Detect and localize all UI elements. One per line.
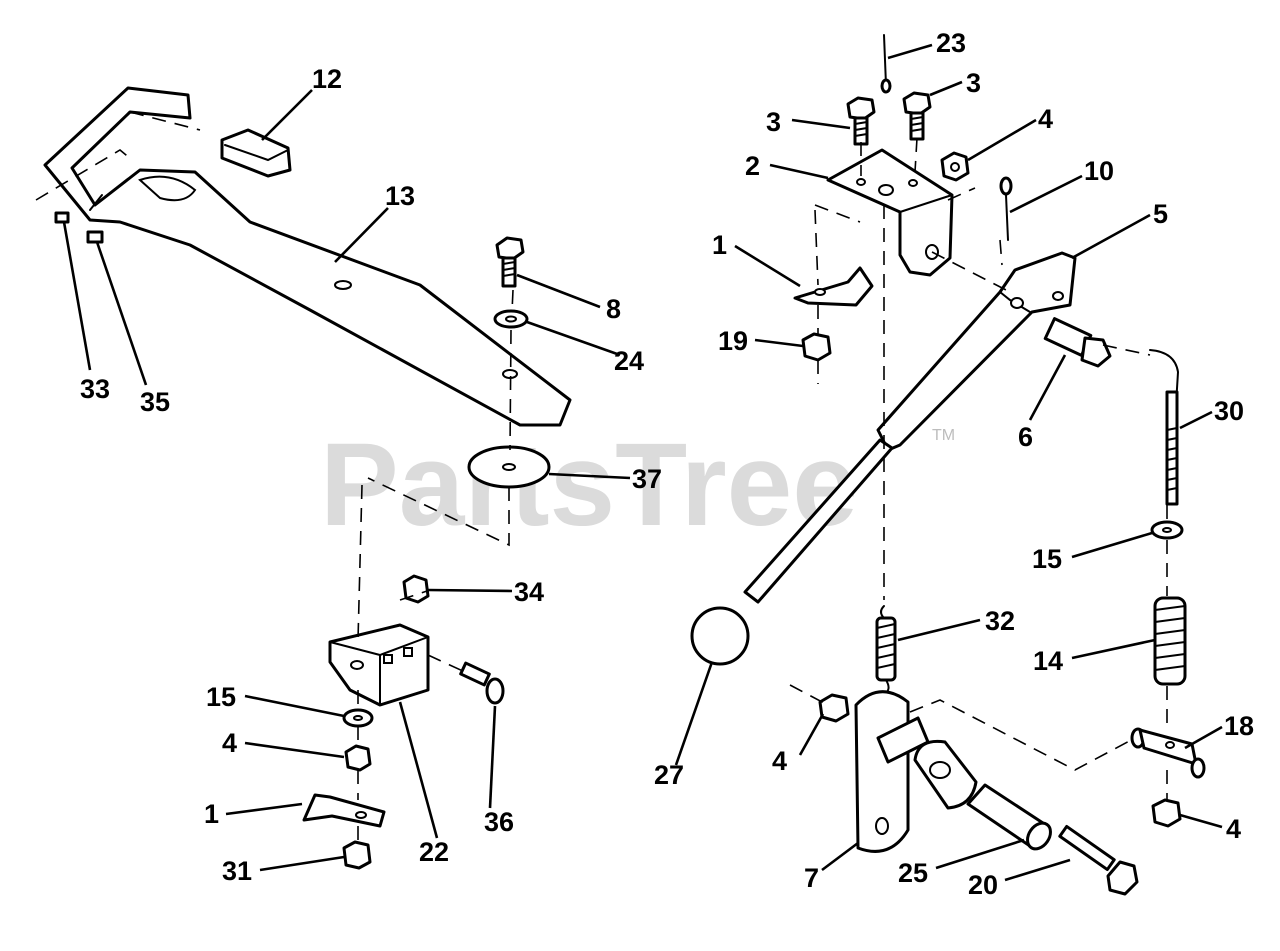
- washer-37: [467, 445, 551, 489]
- callout-5: 5: [1153, 199, 1168, 229]
- spring-14: [1153, 596, 1187, 686]
- callout-4-bottom-right: 4: [1226, 814, 1241, 844]
- washer-15-right: [1150, 520, 1184, 540]
- washer-15-left: [342, 708, 374, 728]
- callout-14: 14: [1033, 646, 1063, 676]
- callout-27: 27: [654, 760, 684, 790]
- bolt-36: [459, 661, 505, 705]
- callout-4-middle: 4: [772, 746, 787, 776]
- rod-30: [1149, 349, 1180, 506]
- callout-30: 30: [1214, 396, 1244, 426]
- callout-24: 24: [614, 346, 644, 376]
- hub-collar: [913, 739, 978, 810]
- bolt-3-left: [846, 96, 876, 146]
- nut-4-bottom-right: [1151, 798, 1182, 828]
- nut-4-middle: [818, 693, 850, 723]
- nut-31: [342, 840, 372, 870]
- bolt-8: [495, 236, 525, 288]
- arm-7: [854, 690, 930, 853]
- pedal-pad: [220, 128, 292, 178]
- cotter-pin-23: [880, 34, 892, 94]
- leader-lines: [62, 43, 1223, 882]
- nut-4-top: [940, 151, 970, 182]
- nut-4-left: [344, 744, 372, 772]
- control-lever-5: [876, 251, 1077, 452]
- watermark-trademark: TM: [932, 427, 955, 444]
- callout-8: 8: [606, 294, 621, 324]
- watermark: PartsTree: [320, 419, 858, 551]
- pin-35: [86, 230, 104, 244]
- callout-34: 34: [514, 577, 544, 607]
- callout-33: 33: [80, 374, 110, 404]
- callout-1-left: 1: [204, 799, 219, 829]
- callout-10: 10: [1084, 156, 1114, 186]
- pin-25: [966, 783, 1052, 851]
- callout-19: 19: [718, 326, 748, 356]
- callout-23: 23: [936, 28, 966, 58]
- callout-2: 2: [745, 151, 760, 181]
- bolt-20: [1058, 824, 1139, 896]
- bracket-2: [826, 148, 954, 277]
- callout-36: 36: [484, 807, 514, 837]
- washer-24: [493, 309, 529, 329]
- clutch-pedal-lever: [43, 86, 572, 427]
- callout-31: 31: [222, 856, 252, 886]
- callout-1-right: 1: [712, 230, 727, 260]
- callout-15-right: 15: [1032, 544, 1062, 574]
- callout-6: 6: [1018, 422, 1033, 452]
- nut-19: [801, 332, 832, 362]
- callout-4-top: 4: [1038, 104, 1053, 134]
- callout-13: 13: [385, 181, 415, 211]
- callout-12: 12: [312, 64, 342, 94]
- callout-20: 20: [968, 870, 998, 900]
- callout-35: 35: [140, 387, 170, 417]
- assembly-centerlines: [35, 111, 1168, 845]
- callout-3-left: 3: [766, 107, 781, 137]
- shift-rod-27: [690, 438, 894, 666]
- callout-3-right: 3: [966, 68, 981, 98]
- bolt-6: [1043, 317, 1112, 368]
- bolt-3-right: [902, 91, 932, 141]
- callout-22: 22: [419, 837, 449, 867]
- callout-18: 18: [1224, 711, 1254, 741]
- bracket-22: [328, 623, 430, 707]
- cotter-pin-10: [999, 176, 1013, 241]
- spring-32: [875, 605, 897, 695]
- pin-33: [54, 211, 70, 224]
- callout-4-left: 4: [222, 728, 237, 758]
- callout-32: 32: [985, 606, 1015, 636]
- callout-25: 25: [898, 858, 928, 888]
- trunnion-18: [1130, 727, 1206, 779]
- callout-15-left: 15: [206, 682, 236, 712]
- callout-numbers: 12 13 8 24 37 34 36 22 15 4 1 31 33 35 2…: [80, 28, 1254, 900]
- callout-37: 37: [632, 464, 662, 494]
- callout-7: 7: [804, 863, 819, 893]
- clip-1-right: [793, 266, 874, 307]
- clip-1-left: [302, 793, 386, 828]
